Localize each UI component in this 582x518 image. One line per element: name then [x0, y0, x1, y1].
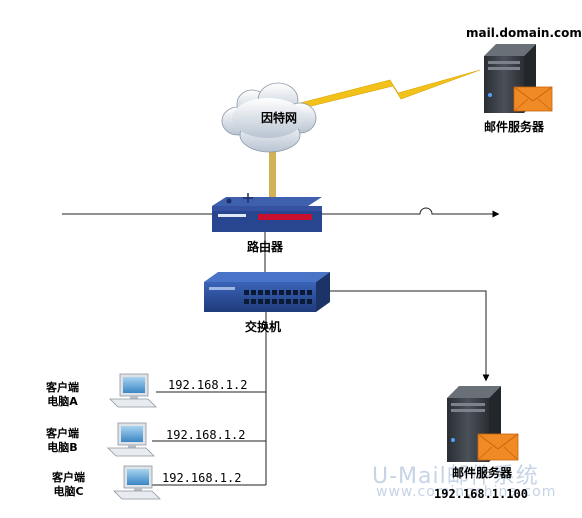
lightning-bolt: [299, 69, 481, 109]
mail-envelope-bottom-icon: [477, 433, 519, 461]
backbone-line: [62, 207, 500, 218]
client-a-label-line1: 客户端: [46, 381, 79, 394]
client-a-label: 客户端 电脑A: [46, 381, 79, 409]
client-b-computer-icon: [107, 422, 155, 457]
router-icon: [212, 193, 322, 232]
client-a-computer-icon: [109, 373, 157, 408]
mail-server-bottom-label: 邮件服务器: [452, 466, 513, 480]
internet-uplink-beam: [269, 146, 276, 206]
internet-label: 因特网: [261, 111, 298, 125]
mail-server-hostname: mail.domain.com: [466, 26, 582, 40]
client-c-computer-icon: [113, 465, 161, 500]
client-b-ip: 192.168.1.2: [166, 428, 246, 442]
client-a-label-line2: 电脑A: [47, 395, 78, 408]
router-label: 路由器: [247, 240, 284, 254]
client-b-label-line1: 客户端: [46, 427, 79, 440]
internet-cloud-icon: [221, 82, 317, 153]
mail-server-top-icon: [484, 44, 536, 113]
switch-server-link: [322, 290, 490, 382]
client-c-ip: 192.168.1.2: [162, 471, 242, 485]
switch-label: 交换机: [245, 320, 282, 334]
client-c-label: 客户端 电脑C: [52, 471, 85, 499]
mail-server-top-label: 邮件服务器: [484, 120, 545, 134]
client-b-label-line2: 电脑B: [47, 441, 78, 454]
watermark-title: U-Mail邮件系统: [372, 464, 539, 489]
client-b-label: 客户端 电脑B: [46, 427, 79, 455]
watermark-url: www.comingchina.com: [376, 484, 557, 500]
client-c-label-line2: 电脑C: [53, 485, 84, 498]
client-a-ip: 192.168.1.2: [168, 378, 248, 392]
switch-icon: [204, 272, 330, 312]
mail-envelope-top-icon: [513, 86, 553, 112]
mail-server-bottom-ip: 192.168.1.100: [434, 487, 528, 501]
client-c-label-line1: 客户端: [52, 471, 85, 484]
client-links: [150, 312, 267, 486]
